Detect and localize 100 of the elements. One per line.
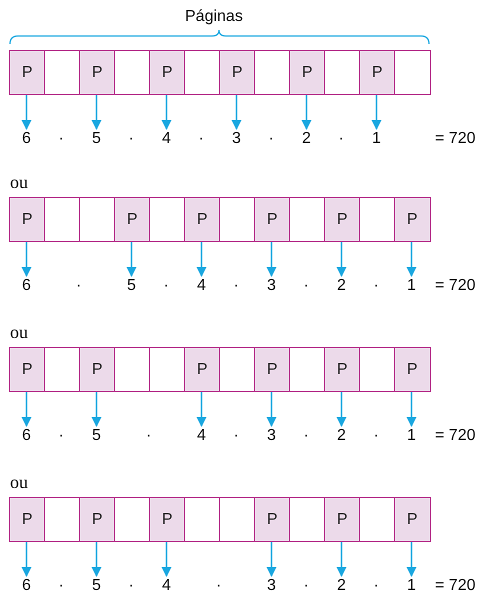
multiplication-dot: · <box>58 130 64 148</box>
empty-cell <box>359 347 396 392</box>
page-cell: P <box>219 50 256 95</box>
multiplication-dot: · <box>198 130 204 148</box>
multiplication-dot: · <box>58 427 64 445</box>
factor-number: 1 <box>402 277 422 295</box>
factor-number: 5 <box>86 427 106 445</box>
multiplication-dot: · <box>268 130 274 148</box>
arrow <box>266 242 276 277</box>
arrow <box>372 95 382 130</box>
arrow <box>406 242 416 277</box>
arrow <box>92 542 102 577</box>
result-text: = 720 <box>435 277 476 295</box>
page-cell: P <box>9 197 46 242</box>
factor-number: 4 <box>192 277 212 295</box>
empty-cell <box>44 497 80 542</box>
arrow <box>302 95 312 130</box>
empty-cell <box>114 50 150 95</box>
multiplication-dot: · <box>374 277 379 295</box>
factor-number: 3 <box>262 577 282 593</box>
empty-cell <box>289 497 326 542</box>
arrow <box>336 392 346 427</box>
arrow <box>126 242 136 277</box>
empty-cell <box>149 197 186 242</box>
page-cell: P <box>394 347 430 392</box>
multiplication-dot: · <box>58 577 64 593</box>
factor-number: 2 <box>296 130 316 148</box>
page-cell: P <box>324 197 360 242</box>
page-cell: P <box>79 50 116 95</box>
arrow <box>22 242 32 277</box>
factor-number: 3 <box>226 130 246 148</box>
multiplication-dot: · <box>234 427 239 445</box>
empty-cell <box>289 347 326 392</box>
multiplication-dot: · <box>216 577 222 593</box>
arrow <box>196 392 206 427</box>
page-cell: P <box>79 347 116 392</box>
result-text: = 720 <box>435 427 476 445</box>
factor-number: 4 <box>156 577 176 593</box>
empty-cell <box>184 50 220 95</box>
factor-number: 1 <box>402 577 422 593</box>
empty-cell <box>359 497 396 542</box>
multiplication-dot: · <box>374 427 379 445</box>
empty-cell <box>149 347 186 392</box>
arrow <box>406 392 416 427</box>
factor-number: 3 <box>262 427 282 445</box>
multiplication-dot: · <box>304 427 309 445</box>
arrow <box>336 242 346 277</box>
multiplication-dot: · <box>128 130 134 148</box>
arrow <box>162 95 172 130</box>
empty-cell <box>79 197 116 242</box>
arrow <box>196 242 206 277</box>
factor-number: 2 <box>332 577 352 593</box>
factor-number: 2 <box>332 277 352 295</box>
page-cell: P <box>184 197 220 242</box>
empty-cell <box>254 50 290 95</box>
page-cell: P <box>184 347 220 392</box>
empty-cell <box>114 347 150 392</box>
empty-cell <box>184 497 220 542</box>
arrow <box>162 542 172 577</box>
connector-word: ou <box>10 473 28 491</box>
arrow <box>266 392 276 427</box>
page-cell: P <box>289 50 326 95</box>
arrow <box>406 542 416 577</box>
empty-cell <box>289 197 326 242</box>
empty-cell <box>219 197 256 242</box>
multiplication-dot: · <box>146 427 152 445</box>
connector-word: ou <box>10 173 28 191</box>
empty-cell <box>359 197 396 242</box>
connector-word: ou <box>10 323 28 341</box>
page-cell: P <box>324 347 360 392</box>
factor-number: 2 <box>332 427 352 445</box>
page-cell: P <box>149 50 186 95</box>
empty-cell <box>44 347 80 392</box>
multiplication-dot: · <box>338 130 344 148</box>
arrow <box>232 95 242 130</box>
arrow <box>22 392 32 427</box>
factor-number: 4 <box>192 427 212 445</box>
arrow <box>92 95 102 130</box>
empty-cell <box>324 50 360 95</box>
multiplication-dot: · <box>234 277 239 295</box>
page-cell: P <box>254 347 290 392</box>
factor-number: 6 <box>16 277 36 295</box>
page-cell: P <box>114 197 150 242</box>
factor-number: 6 <box>16 427 36 445</box>
page-cell: P <box>254 497 290 542</box>
page-cell: P <box>254 197 290 242</box>
page-cell: P <box>394 497 430 542</box>
empty-cell <box>114 497 150 542</box>
factor-number: 6 <box>16 577 36 593</box>
empty-cell <box>44 197 80 242</box>
empty-cell <box>394 50 430 95</box>
multiplication-dot: · <box>128 577 134 593</box>
empty-cell <box>219 497 256 542</box>
multiplication-dot: · <box>304 577 309 593</box>
arrow <box>22 95 32 130</box>
empty-cell <box>44 50 80 95</box>
page-cell: P <box>149 497 186 542</box>
factor-number: 6 <box>16 130 36 148</box>
multiplication-dot: · <box>164 277 169 295</box>
page-cell: P <box>9 497 46 542</box>
